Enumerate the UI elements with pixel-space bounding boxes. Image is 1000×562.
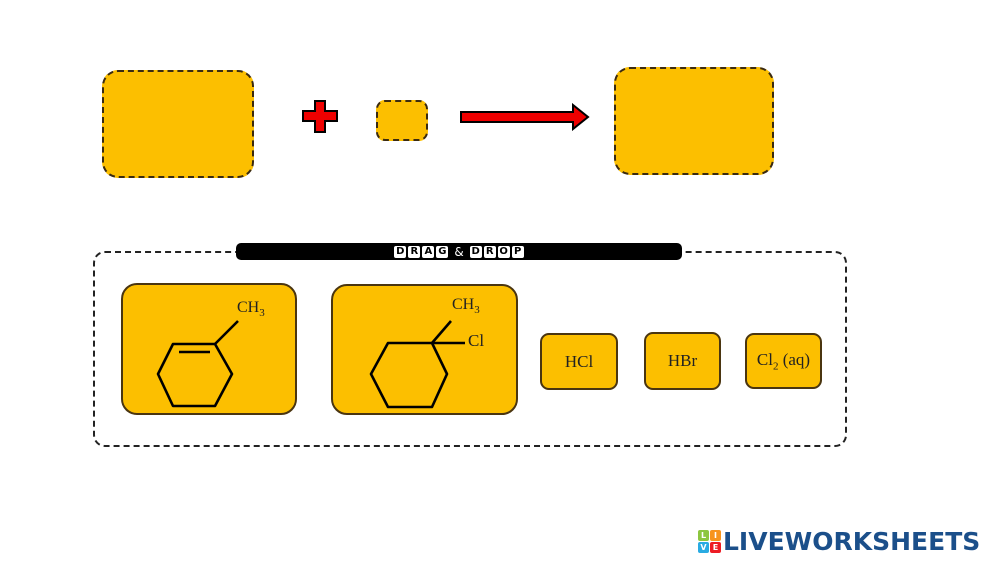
- drag-drop-banner: D R A G & D R O P: [236, 243, 682, 260]
- tile-methylcyclohexene[interactable]: CH3: [121, 283, 297, 415]
- logo-letter: L: [698, 529, 709, 541]
- tile-label-cl: Cl: [468, 331, 485, 350]
- banner-letter: O: [497, 245, 510, 258]
- banner-letter: G: [436, 245, 449, 258]
- banner-letter: D: [394, 245, 407, 258]
- tile-hcl[interactable]: HCl: [540, 333, 618, 390]
- methylcyclohexene-structure-icon: [156, 320, 239, 408]
- plus-icon: [302, 100, 338, 133]
- tile-label: HCl: [564, 351, 594, 371]
- tile-label-ch3: CH3: [237, 299, 265, 320]
- banner-letter: P: [511, 245, 524, 258]
- logo-letter: E: [710, 541, 721, 553]
- logo-letter: V: [698, 541, 709, 553]
- chloro-methylcyclohexane-structure-icon: [369, 320, 465, 409]
- tile-hbr[interactable]: HBr: [644, 332, 721, 390]
- tile-label: Cl2 (aq): [756, 349, 811, 373]
- reactant-1-drop-slot[interactable]: [102, 70, 254, 178]
- tile-cl2-aq[interactable]: Cl2 (aq): [745, 333, 822, 389]
- live-logo-icon: L I V E: [698, 529, 721, 553]
- banner-letter: R: [408, 245, 421, 258]
- reactant-2-drop-slot[interactable]: [376, 100, 428, 141]
- banner-ampersand: &: [454, 244, 464, 259]
- liveworksheets-brand: L I V E LIVEWORKSHEETS: [698, 526, 981, 556]
- tile-label-ch3: CH3: [452, 296, 480, 317]
- brand-name: LIVEWORKSHEETS: [723, 526, 981, 556]
- banner-letter: D: [469, 245, 482, 258]
- banner-letter: A: [422, 245, 435, 258]
- tile-label: HBr: [667, 351, 698, 370]
- product-drop-slot[interactable]: [614, 67, 774, 175]
- banner-letter: R: [483, 245, 496, 258]
- arrow-right-icon: [460, 103, 590, 131]
- tile-chloro-methylcyclohexane[interactable]: CH3 Cl: [331, 284, 518, 415]
- logo-letter: I: [710, 529, 721, 541]
